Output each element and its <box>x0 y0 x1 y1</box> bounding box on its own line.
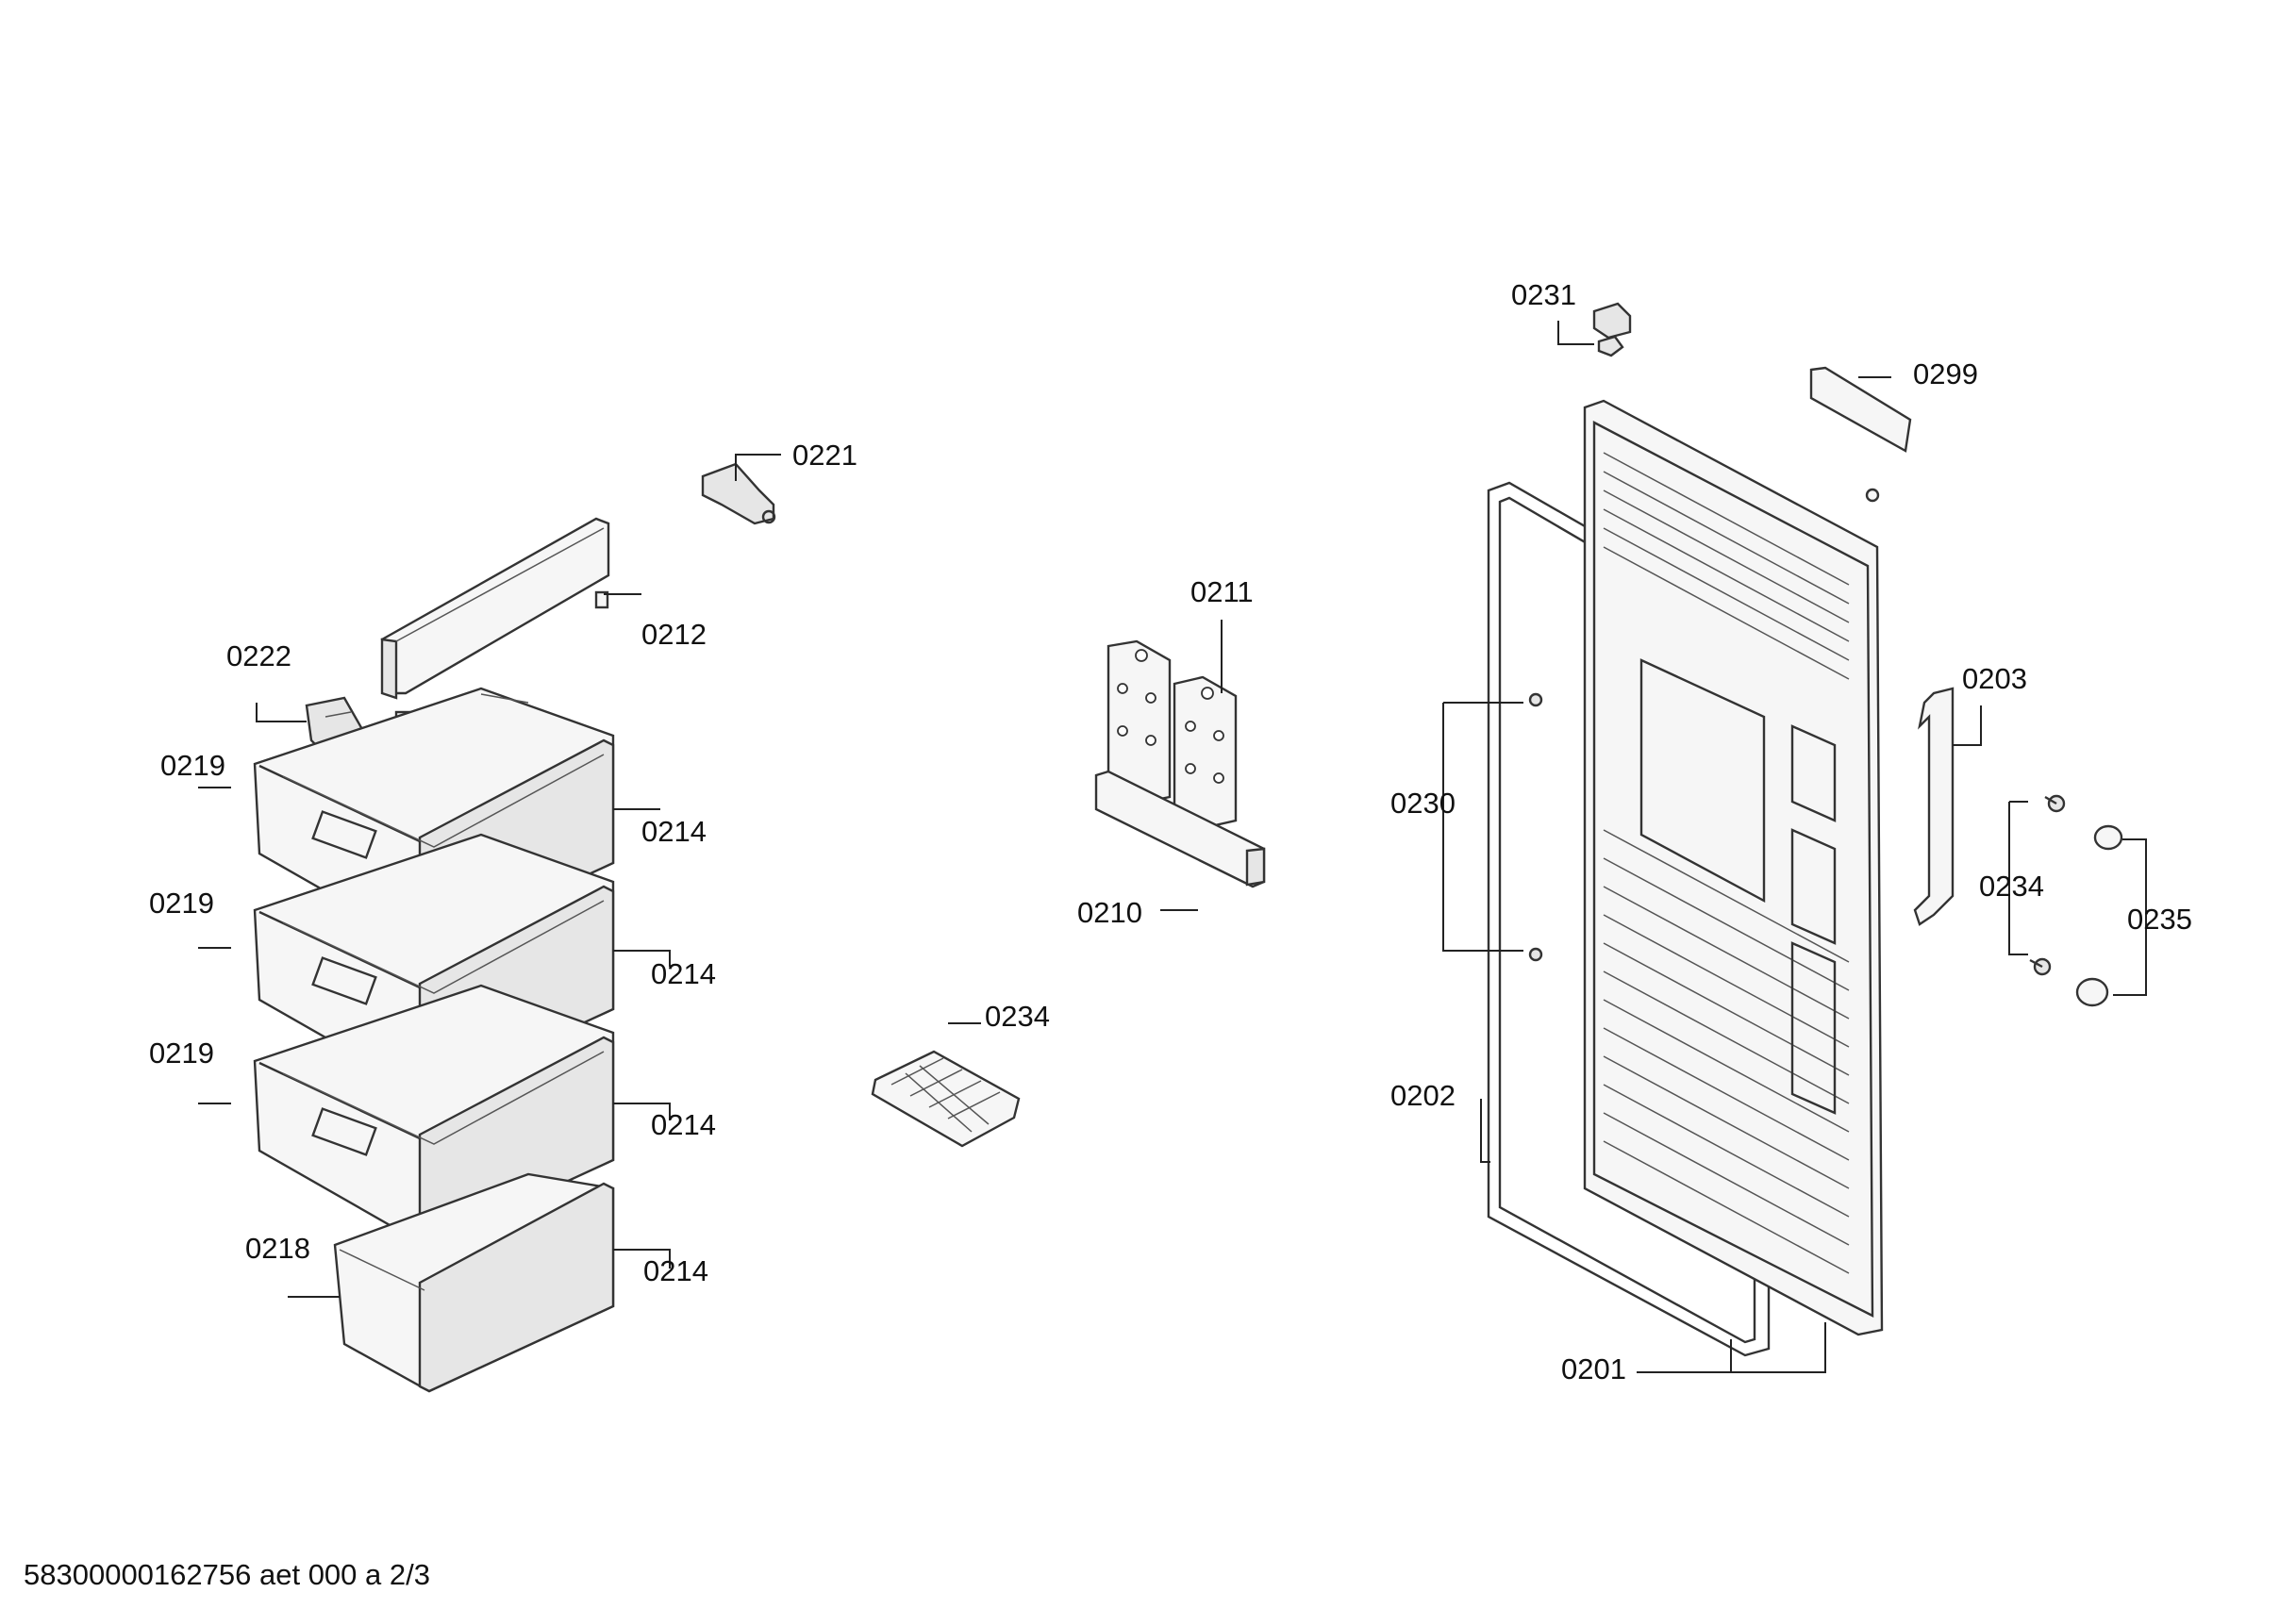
label-0230: 0230 <box>1390 787 1456 820</box>
label-0234-a: 0234 <box>985 1000 1050 1033</box>
label-0234-b: 0234 <box>1979 870 2044 903</box>
label-0214-b: 0214 <box>651 957 716 990</box>
screws-0234 <box>2029 794 2066 976</box>
label-0219-b: 0219 <box>149 887 214 920</box>
door-gasket-0202 <box>1487 481 1771 1357</box>
caps-0235 <box>2075 824 2123 1007</box>
clip-0221 <box>701 462 776 525</box>
label-0221: 0221 <box>792 439 857 472</box>
label-0299: 0299 <box>1913 357 1978 390</box>
bar-0210 <box>1094 770 1266 888</box>
ice-tray-0234 <box>871 1050 1021 1148</box>
door-handle-0203 <box>1913 687 1955 926</box>
label-0235: 0235 <box>2127 903 2192 936</box>
label-0214-a: 0214 <box>641 815 707 848</box>
leader-lines <box>198 321 2147 1373</box>
label-0214-c: 0214 <box>651 1108 716 1141</box>
door-panel-0201 <box>1583 399 1884 1336</box>
label-0210: 0210 <box>1077 896 1142 929</box>
hinge-cover-0231 <box>1592 302 1632 357</box>
label-0218: 0218 <box>245 1232 310 1265</box>
part-labels: 0231 0299 0221 0212 0211 0222 0203 0219 … <box>149 278 2192 1385</box>
label-0222: 0222 <box>226 639 291 672</box>
cap-0299 <box>1865 488 1880 503</box>
drawer-4 <box>333 1172 615 1393</box>
document-id: 58300000162756 aet 000 a 2/3 <box>24 1558 430 1591</box>
label-0214-d: 0214 <box>643 1254 708 1287</box>
label-plate-0299 <box>1809 366 1912 453</box>
label-0201: 0201 <box>1561 1352 1626 1385</box>
screws-0230 <box>1528 692 1543 962</box>
label-0211: 0211 <box>1190 575 1254 608</box>
drawer-stack <box>253 517 615 1393</box>
label-0219-a: 0219 <box>160 749 225 782</box>
label-0203: 0203 <box>1962 662 2027 695</box>
label-0212: 0212 <box>641 618 707 651</box>
label-0231: 0231 <box>1511 278 1576 311</box>
label-0219-c: 0219 <box>149 1037 214 1070</box>
flap-0212 <box>380 517 610 731</box>
cold-packs-0211 <box>1106 639 1238 830</box>
label-0202: 0202 <box>1390 1079 1456 1112</box>
